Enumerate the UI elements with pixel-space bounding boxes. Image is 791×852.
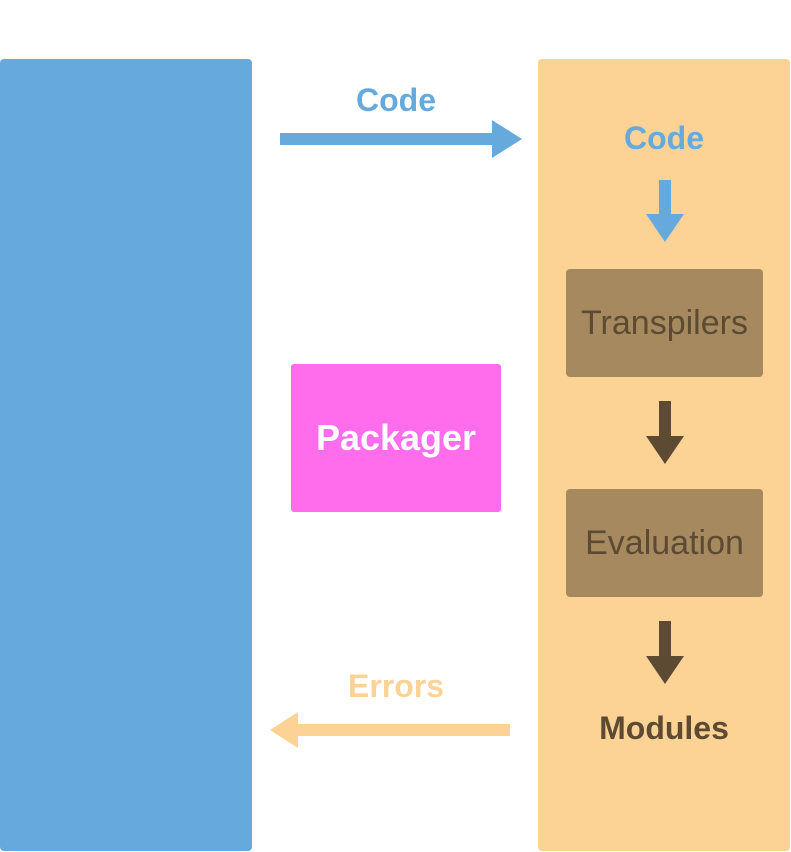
evaluation-box: Evaluation xyxy=(566,489,763,597)
packager-label: Packager xyxy=(315,417,477,458)
modules-label: Modules xyxy=(599,710,729,746)
code-arrow-right-icon xyxy=(280,120,522,158)
code-label-top: Code xyxy=(356,82,436,118)
evaluation-arrow-down-icon xyxy=(646,621,684,684)
evaluation-label: Evaluation xyxy=(585,523,744,562)
errors-label: Errors xyxy=(347,668,445,704)
transpilers-box: Transpilers xyxy=(566,269,763,377)
packager-box: Packager xyxy=(291,364,501,512)
left-panel xyxy=(0,59,252,851)
code-arrow-down-icon xyxy=(646,180,684,242)
transpile-arrow-down-icon xyxy=(646,401,684,464)
errors-arrow-left-icon xyxy=(270,712,510,748)
code-label-inner: Code xyxy=(624,120,704,156)
transpilers-label: Transpilers xyxy=(581,303,748,342)
